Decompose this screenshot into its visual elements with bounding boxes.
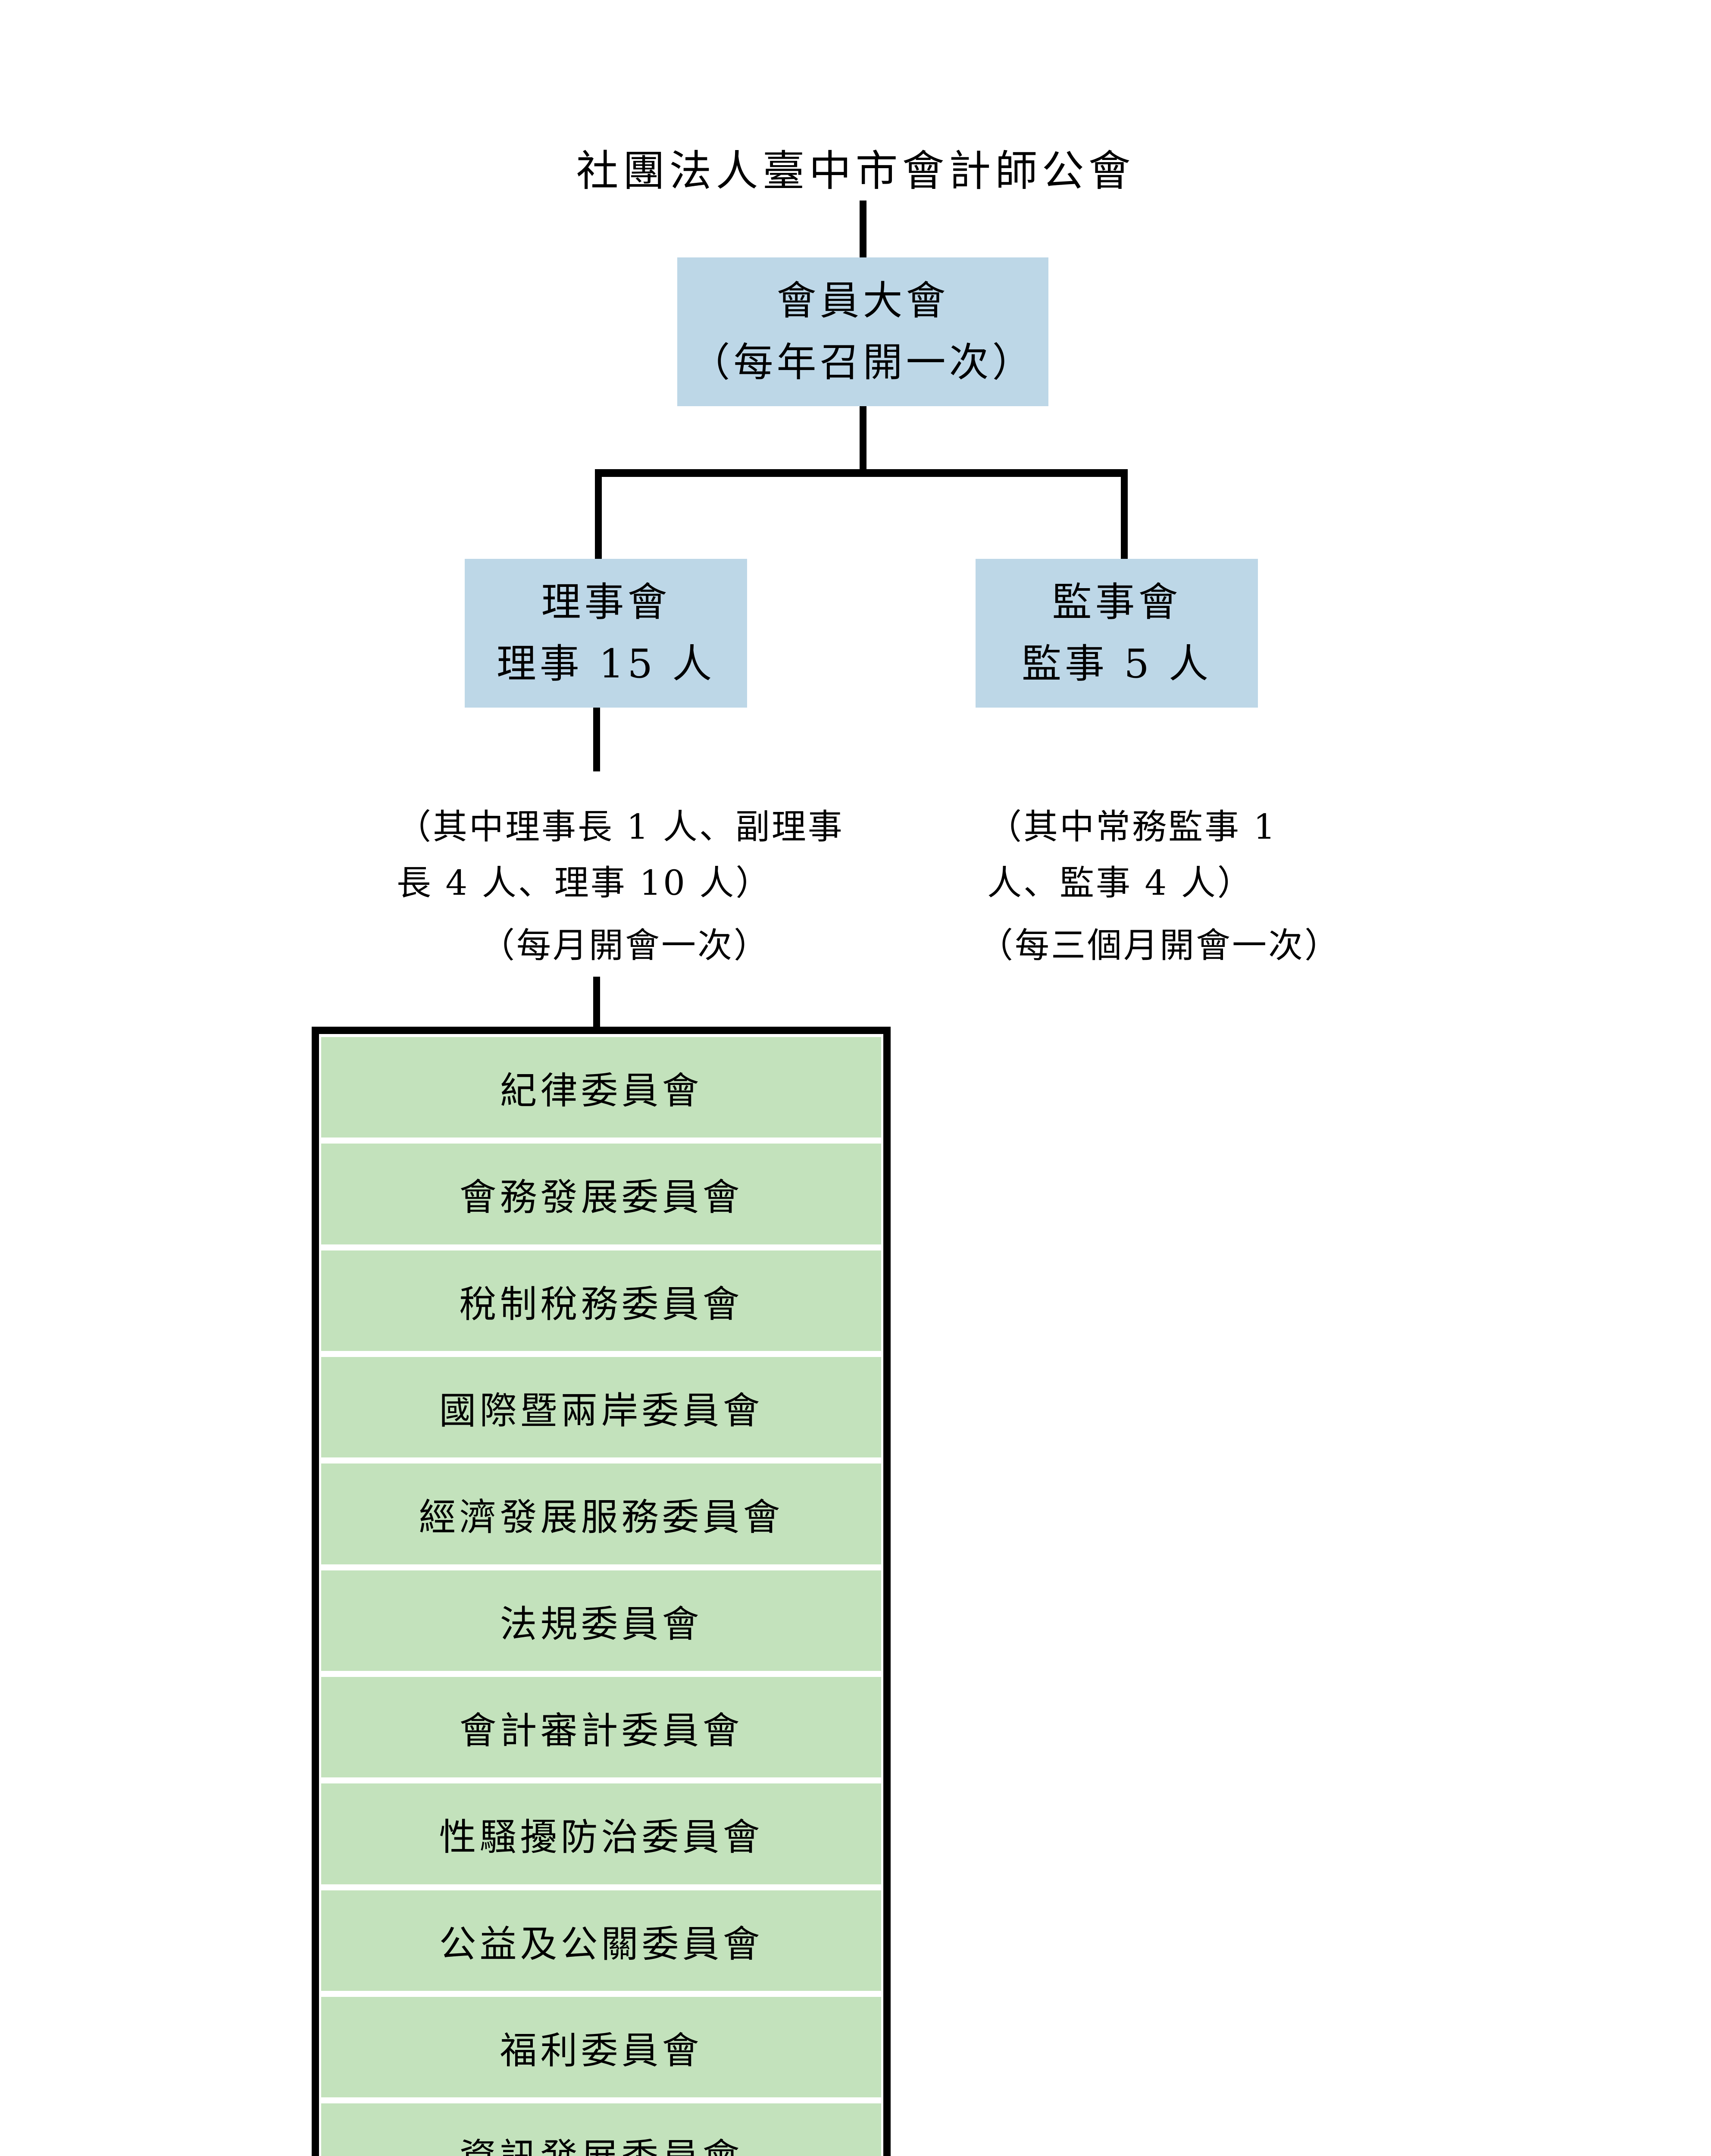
connector-branch-left [595, 469, 602, 559]
committee-item: 法規委員會 [321, 1570, 881, 1671]
note-supervisors-composition-line2: 人、監事 4 人） [987, 862, 1254, 903]
committee-item: 資訊發展委員會 [321, 2103, 881, 2156]
committee-item: 性騷擾防治委員會 [321, 1783, 881, 1884]
connector-board-to-committees [593, 977, 600, 1031]
note-supervisors-frequency: （每三個月開會一次） [979, 925, 1341, 965]
node-member-assembly-line2: （每年召開一次） [690, 339, 1035, 385]
committee-item: 會計審計委員會 [321, 1677, 881, 1778]
committee-item: 會務發展委員會 [321, 1144, 881, 1244]
connector-assembly-drop [860, 406, 866, 472]
note-supervisors-composition: （其中常務監事 1 人、監事 4 人） [987, 799, 1332, 911]
note-board-composition-line1: （其中理事長 1 人、副理事 [397, 807, 844, 847]
node-board-of-directors: 理事會 理事 15 人 [465, 559, 747, 708]
committee-item: 福利委員會 [321, 1996, 881, 2098]
node-supervisors-line1: 監事會 [1052, 579, 1182, 625]
note-board-composition-line2: 長 4 人、理事 10 人） [397, 862, 772, 903]
connector-branch-right [1121, 469, 1128, 559]
node-board-of-supervisors: 監事會 監事 5 人 [976, 559, 1258, 708]
page-title: 社團法人臺中市會計師公會 [576, 147, 1135, 196]
node-board-line2: 理事 15 人 [496, 640, 716, 687]
connector-branch-bar [595, 469, 1128, 477]
committee-item: 公益及公關委員會 [321, 1890, 881, 1991]
committee-item: 國際暨兩岸委員會 [321, 1357, 881, 1458]
committee-list-panel: 紀律委員會 會務發展委員會 稅制稅務委員會 國際暨兩岸委員會 經濟發展服務委員會… [312, 1027, 891, 2156]
committee-item: 經濟發展服務委員會 [321, 1463, 881, 1564]
committee-item: 稅制稅務委員會 [321, 1250, 881, 1351]
node-member-assembly: 會員大會 （每年召開一次） [677, 257, 1048, 406]
note-supervisors-composition-line1: （其中常務監事 1 [987, 807, 1277, 847]
connector-board-to-notes [593, 708, 600, 771]
node-board-line1: 理事會 [541, 579, 671, 625]
note-board-frequency: （每月開會一次） [480, 925, 770, 965]
connector-title-to-assembly [860, 201, 866, 258]
node-member-assembly-line1: 會員大會 [776, 277, 949, 324]
node-supervisors-line2: 監事 5 人 [1021, 640, 1212, 687]
note-board-composition: （其中理事長 1 人、副理事 長 4 人、理事 10 人） [397, 799, 854, 911]
committee-item: 紀律委員會 [321, 1037, 881, 1138]
